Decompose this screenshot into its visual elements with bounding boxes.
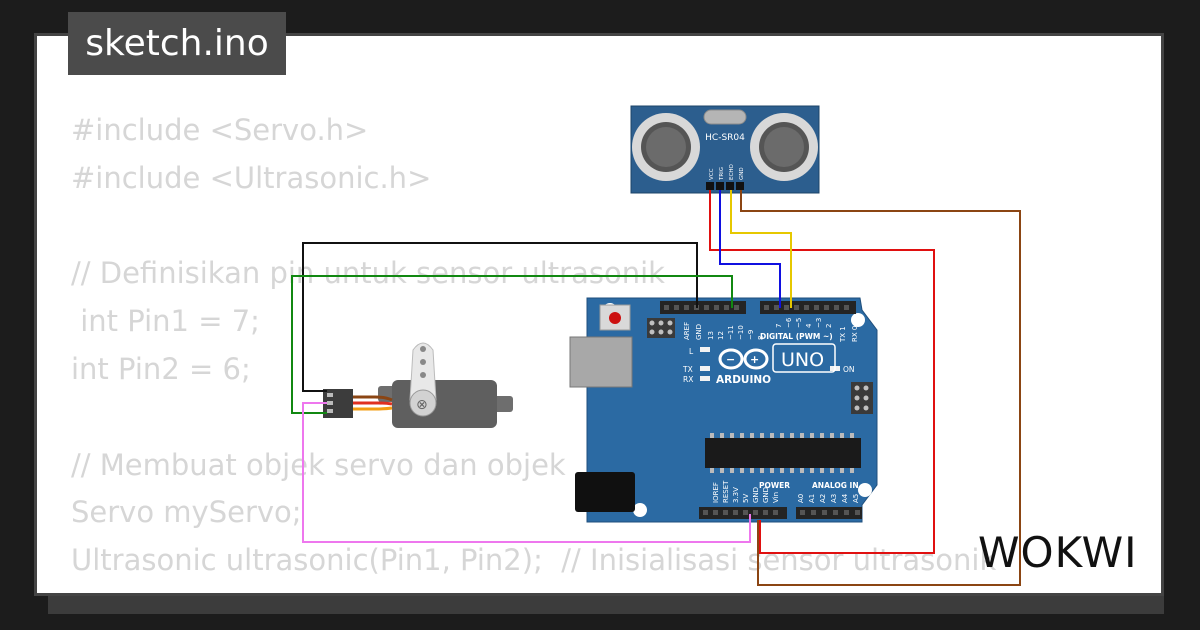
pin-label: 4	[805, 323, 813, 328]
code-line: #include <Servo.h>	[71, 113, 369, 147]
led-tx	[700, 366, 710, 371]
pin-label: 12	[717, 331, 725, 340]
led-on-label: ON	[843, 365, 855, 374]
digital-header-left	[660, 301, 746, 314]
code-line: #include <Ultrasonic.h>	[71, 160, 432, 195]
servo-motor[interactable]: ⊗	[323, 342, 513, 428]
icsp-header	[647, 318, 675, 338]
code-preview: #include <Servo.h> #include <Ultrasonic.…	[71, 107, 996, 585]
wire-servo-gnd	[302, 242, 698, 392]
power-pin-labels: IOREF RESET 3.3V 5V GND GND Vin	[712, 480, 780, 503]
pin-label: RX 0	[851, 326, 859, 342]
pin-label: 13	[707, 331, 715, 340]
wire-echo	[730, 190, 792, 308]
servo-horn	[409, 342, 437, 401]
pin-label: GND	[739, 167, 745, 180]
pin-label: VCC	[709, 168, 715, 180]
file-tab[interactable]: sketch.ino	[68, 12, 286, 75]
hc-sr04-sensor[interactable]: HC-SR04 VCC TRIG ECHO GND	[630, 105, 820, 194]
pin-label: IOREF	[712, 482, 720, 503]
file-tab-label: sketch.ino	[85, 23, 269, 64]
mount-hole	[851, 313, 865, 327]
sensor-label: HC-SR04	[705, 133, 745, 143]
pin-label: TRIG	[719, 167, 725, 181]
pin-label: ECHO	[729, 164, 735, 180]
pin-label: ~3	[815, 318, 823, 328]
wires	[291, 190, 1021, 586]
model-label: UNO	[781, 349, 824, 371]
analog-label: ANALOG IN	[812, 481, 859, 490]
pin-label: A5	[852, 494, 860, 503]
digital-pin-labels: AREF GND 13 12 ~11 ~10 ~9 8 7 ~6 ~5 4 ~3…	[683, 317, 859, 343]
icsp-header-2	[851, 382, 873, 414]
pin-label: A1	[808, 494, 816, 503]
pin-label: TX 1	[839, 326, 847, 343]
wire-trig	[719, 190, 781, 308]
led-l	[700, 347, 710, 352]
pin-label: 7	[775, 324, 783, 328]
bottom-header-pins	[703, 510, 860, 515]
pin-label: ~10	[737, 325, 745, 340]
wire-servo-power	[302, 402, 751, 543]
arduino-logo-icon	[718, 348, 769, 370]
pin-label: GND	[752, 487, 760, 503]
pin-label: A2	[819, 494, 827, 503]
usb-connector	[569, 336, 633, 388]
pin-label: A3	[830, 494, 838, 503]
code-line: // Definisikan pin untuk sensor ultrason…	[71, 256, 665, 291]
reset-button-cap	[609, 312, 621, 324]
mount-hole	[858, 483, 872, 497]
pin-label: RESET	[722, 480, 730, 503]
pin-label: 2	[825, 324, 833, 328]
code-line: Ultrasonic ultrasonic(Pin1, Pin2); // In…	[71, 543, 997, 578]
logo-minus: −	[726, 353, 735, 366]
mount-hole	[633, 503, 647, 517]
sensor-pins	[706, 182, 744, 190]
digital-label: DIGITAL (PWM ~)	[760, 332, 833, 341]
pin-label: GND	[762, 487, 770, 503]
code-line: // Membuat objek servo dan objek	[71, 447, 566, 482]
led-rx-label: RX	[683, 375, 693, 384]
wokwi-logo: WOKWI	[978, 528, 1138, 574]
brand-label: ARDUINO	[716, 374, 771, 386]
pin-label: ~5	[795, 318, 803, 328]
analog-header	[796, 507, 862, 519]
pin-label: 5V	[742, 494, 750, 503]
crystal-oscillator	[703, 109, 747, 125]
sensor-pin-labels: VCC TRIG ECHO GND	[709, 164, 745, 181]
power-jack	[575, 472, 635, 512]
arduino-uno-board[interactable]: AREF GND 13 12 ~11 ~10 ~9 8 7 ~6 ~5 4 ~3…	[569, 297, 878, 523]
microcontroller-chip	[705, 433, 861, 473]
pin-label: Vin	[772, 492, 780, 503]
wokwi-logo-text: WOKWI	[978, 528, 1138, 574]
wire-gnd	[740, 190, 1021, 586]
pin-label: AREF	[683, 322, 691, 340]
pin-label: ~9	[747, 330, 755, 340]
code-line: int Pin2 = 6;	[71, 351, 251, 386]
led-rx	[700, 376, 710, 381]
power-label: POWER	[759, 481, 790, 490]
wire-vcc	[709, 190, 935, 554]
pin-label: A4	[841, 493, 849, 503]
code-line: Servo myServo;	[71, 495, 302, 530]
uno-badge	[772, 343, 836, 373]
analog-pin-labels: A0 A1 A2 A3 A4 A5	[797, 493, 860, 503]
pin-label: ~11	[727, 325, 735, 340]
pin-label: A0	[797, 494, 805, 503]
pin-label: 8	[757, 336, 765, 340]
led-tx-label: TX	[682, 365, 693, 374]
code-line: int Pin1 = 7;	[71, 304, 260, 339]
servo-screw-icon: ⊗	[416, 397, 428, 413]
pin-label: 3.3V	[732, 487, 740, 503]
logo-plus: +	[750, 353, 759, 366]
led-l-label: L	[689, 347, 694, 356]
pin-label: GND	[695, 324, 703, 340]
pin-label: ~6	[785, 317, 793, 328]
